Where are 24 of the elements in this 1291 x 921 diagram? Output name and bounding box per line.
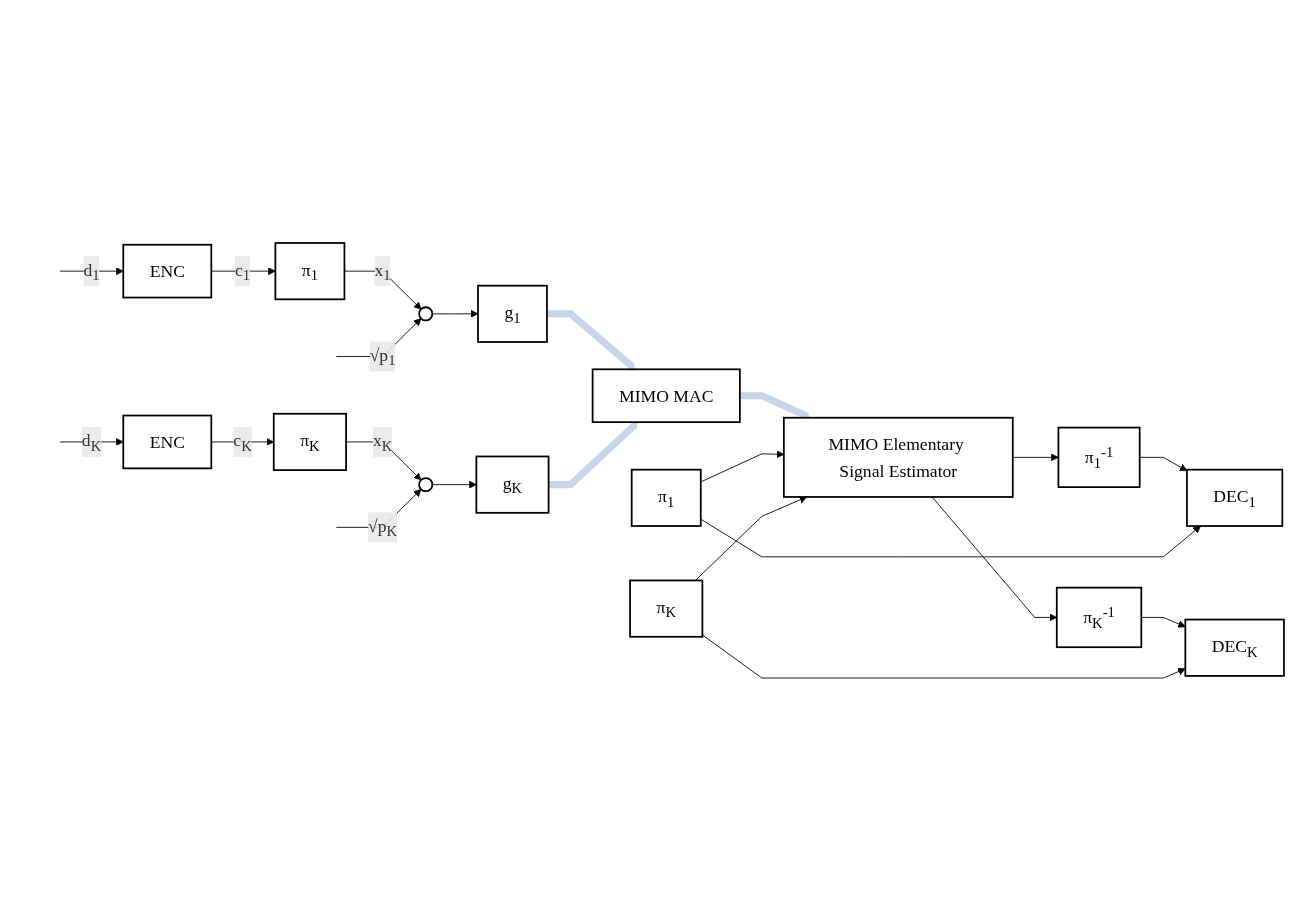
node-circle: [418, 306, 434, 322]
edge-label: c$_{K}$: [233, 430, 252, 455]
edge-label: x$_{1}$: [374, 259, 391, 284]
edge-label: d$_{1}$: [83, 259, 100, 284]
node-box: g$_{K}$: [475, 455, 550, 514]
node-box: DEC$_{1}$: [1186, 468, 1284, 527]
node-box: DEC$_{K}$: [1184, 618, 1285, 677]
edge-label: √p$_{K}$: [368, 515, 398, 540]
edge-label: c$_{1}$: [234, 259, 251, 284]
node-box: π$_{1}$: [630, 468, 702, 527]
node-circle: [418, 477, 434, 493]
arrow: [548, 421, 639, 489]
node-box: MIMO Elementary Signal Estimator: [783, 416, 1014, 498]
arrow: [546, 310, 636, 370]
node-box: π$_{K}$: [272, 412, 347, 471]
node-box: MIMO MAC: [591, 368, 741, 423]
node-box: g$_{1}$: [477, 284, 548, 343]
node-box: π$_{1}$: [274, 242, 346, 301]
node-box: ENC: [122, 243, 213, 299]
node-box: ENC: [122, 414, 213, 470]
edge-label: x$_{K}$: [372, 430, 393, 455]
edge-label: d$_{K}$: [81, 430, 102, 455]
edge-label: √p$_{1}$: [369, 345, 396, 369]
node-box: π$_{K}$: [629, 579, 704, 638]
